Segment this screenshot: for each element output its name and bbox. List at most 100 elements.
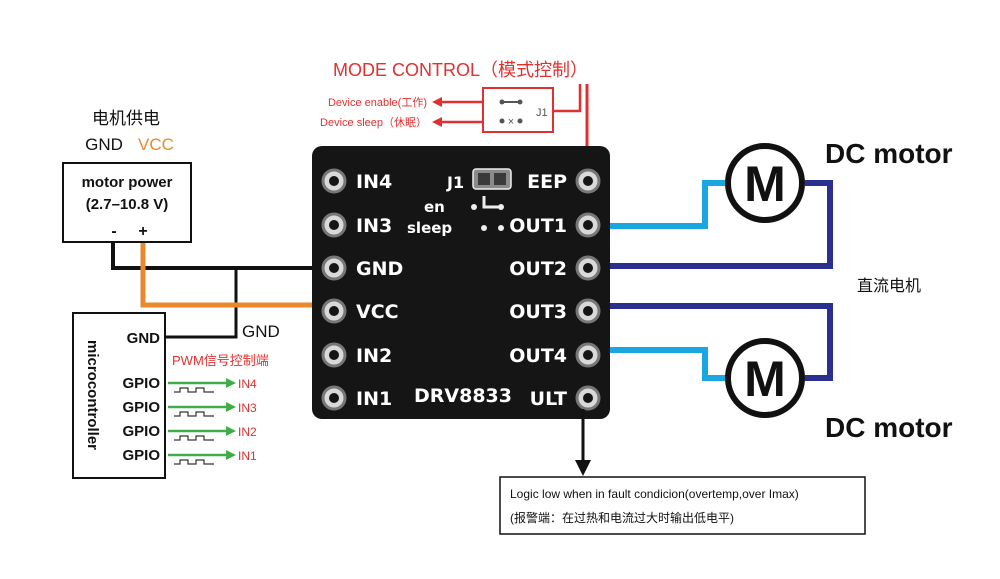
device-sleep-label: Device sleep（休眠） — [320, 116, 427, 129]
motor-power-line1: motor power — [82, 174, 173, 191]
dc-motor-label-bottom: DC motor — [825, 412, 953, 443]
mcu-gpio-2: GPIO — [122, 399, 160, 416]
pin-hole-center — [329, 220, 339, 230]
mode-red-line — [554, 84, 582, 113]
jumper-dot — [499, 99, 505, 105]
board-pad-dot — [481, 225, 487, 231]
motor-2-symbol: M — [744, 351, 786, 407]
pwm-arrow-in1: IN1 — [168, 449, 257, 465]
board-jumper-pad — [478, 173, 490, 185]
pin-hole-center — [583, 350, 593, 360]
device-enable-label: Device enable(工作) — [328, 96, 427, 109]
pin-hole-center — [329, 306, 339, 316]
out1-wire — [604, 180, 730, 229]
fault-note-box — [499, 476, 866, 535]
board-pad-dot — [498, 204, 504, 210]
board-sleep-label: sleep — [407, 219, 452, 237]
gnd-wire-label: GND — [242, 322, 280, 341]
board-pad-dot — [498, 225, 504, 231]
fault-section: Logic low when in fault condicion(overte… — [499, 409, 866, 535]
pwm-in1-label: IN1 — [238, 449, 257, 463]
power-gnd-label: GND — [85, 135, 123, 154]
out2-wire — [604, 180, 833, 269]
pin-in1-label: IN1 — [356, 388, 392, 410]
motor-power-section: 电机供电 GND VCC motor power (2.7–10.8 V) - … — [62, 109, 192, 243]
pin-hole-center — [329, 393, 339, 403]
gnd-wire-mcu — [162, 268, 238, 339]
out4-wire — [604, 347, 730, 381]
left-header — [321, 168, 347, 411]
pin-hole-center — [583, 220, 593, 230]
pwm-in3-label: IN3 — [238, 401, 257, 415]
mcu-gpio-4: GPIO — [122, 447, 160, 464]
vcc-wire — [140, 241, 322, 308]
jumper-label: J1 — [536, 107, 548, 119]
board-j1-label: J1 — [446, 173, 464, 192]
pin-hole-center — [583, 306, 593, 316]
microcontroller-label: microcontroller — [84, 340, 101, 450]
board-jumper-trace — [482, 196, 501, 209]
dc-motor-cn-label: 直流电机 — [857, 277, 921, 295]
jumper-dot — [517, 118, 523, 124]
board-pad-dot — [471, 204, 477, 210]
jumper-box — [482, 87, 554, 133]
fault-note-line1: Logic low when in fault condicion(overte… — [510, 487, 799, 501]
pwm-label: PWM信号控制端 — [172, 353, 269, 368]
drv8833-board: IN4 IN3 GND VCC IN2 IN1 EEP OUT1 OUT2 OU… — [312, 146, 610, 419]
pin-out4-label: OUT4 — [509, 345, 567, 367]
right-header — [575, 168, 601, 411]
motor-power-box — [62, 162, 192, 243]
pwm-in2-label: IN2 — [238, 425, 257, 439]
minus-sign: - — [111, 223, 116, 240]
fault-note-line2: (报警端：在过热和电流过大时输出低电平) — [510, 510, 734, 525]
mcu-gpio-3: GPIO — [122, 423, 160, 440]
gnd-wire — [111, 241, 322, 270]
mcu-gnd-pin: GND — [127, 330, 161, 347]
mode-control-section: MODE CONTROL（模式控制） × J1 Device enable(工作… — [320, 60, 594, 163]
enable-arrow-head — [432, 97, 442, 107]
jumper-open-mark: × — [508, 116, 514, 128]
pin-ult-label: ULT — [530, 388, 567, 410]
pin-out1-label: OUT1 — [509, 215, 567, 237]
microcontroller-box — [72, 312, 166, 479]
jumper-dot — [499, 118, 505, 124]
pin-hole-center — [583, 176, 593, 186]
motor-wires — [604, 180, 833, 381]
pin-gnd-label: GND — [356, 258, 403, 280]
pin-hole-center — [583, 263, 593, 273]
dc-motor-label-top: DC motor — [825, 138, 953, 169]
motor-power-line2: (2.7–10.8 V) — [86, 196, 169, 213]
board-chip-label: DRV8833 — [414, 385, 512, 407]
pin-out3-label: OUT3 — [509, 301, 567, 323]
pwm-arrow-in2: IN2 — [168, 425, 257, 441]
pin-vcc-label: VCC — [356, 301, 399, 323]
motor-2: M — [725, 338, 805, 418]
motor-1: M — [725, 143, 805, 223]
pin-hole-center — [329, 263, 339, 273]
ult-arrow-head — [575, 460, 591, 476]
board-pcb — [312, 146, 610, 419]
pin-hole-center — [583, 393, 593, 403]
power-wires — [111, 241, 322, 339]
pin-eep-label: EEP — [527, 171, 567, 193]
pwm-arrows: IN4 IN3 IN2 IN1 — [168, 377, 257, 465]
pin-in3-label: IN3 — [356, 215, 392, 237]
motor-2-body — [725, 338, 805, 418]
out3-wire — [604, 303, 833, 381]
plus-sign: + — [138, 223, 147, 240]
pin-hole-center — [329, 350, 339, 360]
motor-1-body — [725, 143, 805, 223]
pin-hole-center — [329, 176, 339, 186]
pwm-arrow-in4: IN4 — [168, 377, 257, 393]
mode-control-title: MODE CONTROL（模式控制） — [333, 60, 588, 80]
pwm-in4-label: IN4 — [238, 377, 257, 391]
power-title: 电机供电 — [92, 109, 160, 128]
pin-out2-label: OUT2 — [509, 258, 567, 280]
sleep-arrow-head — [432, 117, 442, 127]
jumper-dot — [517, 99, 523, 105]
pin-in2-label: IN2 — [356, 345, 392, 367]
board-jumper-pad — [494, 173, 506, 185]
pwm-arrow-in3: IN3 — [168, 401, 257, 417]
